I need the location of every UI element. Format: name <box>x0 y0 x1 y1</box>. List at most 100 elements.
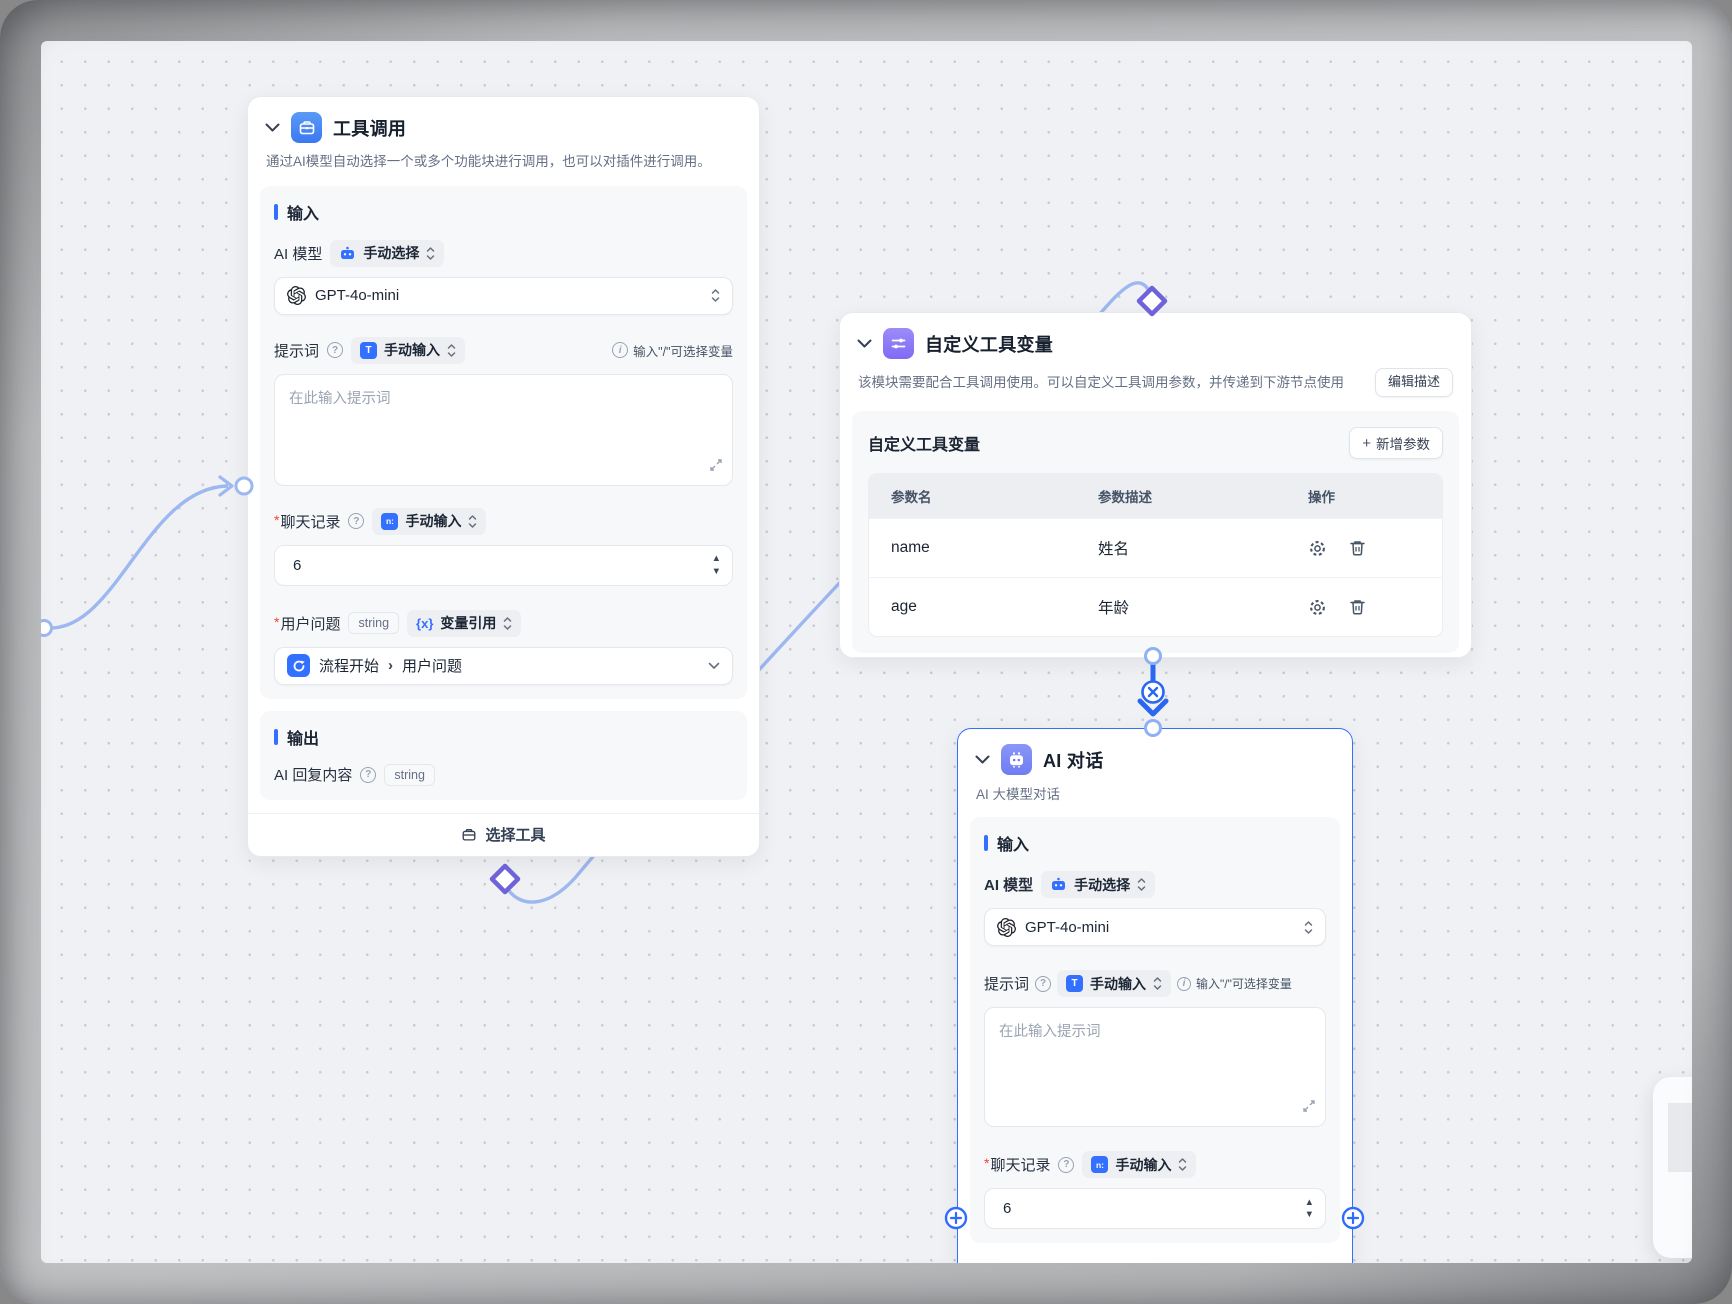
ai-chat-right-plus-handle[interactable] <box>1341 1206 1365 1230</box>
table-row: age 年龄 <box>869 577 1442 636</box>
updown-chevrons-icon <box>1304 920 1313 934</box>
tool-call-target-handle[interactable] <box>234 476 254 496</box>
type-badge: string <box>348 612 400 635</box>
add-param-button[interactable]: + 新增参数 <box>1349 427 1443 459</box>
edge-arrow-chevron-icon <box>1137 698 1169 717</box>
updown-chevrons-icon <box>469 514 477 528</box>
model-mode-select[interactable]: 手动选择 <box>1041 871 1156 898</box>
input-panel: 输入 AI 模型 手动选择 GPT-4o-mini 提示词 ? <box>970 817 1340 1243</box>
prompt-label: 提示词 <box>274 342 320 360</box>
history-label: *聊天记录 <box>274 511 341 531</box>
node-ai-chat[interactable]: AI 对话 AI 大模型对话 输入 AI 模型 手动选择 GPT-4o-mini <box>957 728 1353 1263</box>
history-mode-select[interactable]: n: 手动输入 <box>372 507 487 535</box>
prompt-mode-select[interactable]: T 手动输入 <box>1057 970 1172 997</box>
model-select[interactable]: GPT-4o-mini <box>984 908 1326 946</box>
param-desc: 年龄 <box>1098 600 1130 617</box>
briefcase-icon <box>291 112 322 143</box>
trash-icon[interactable] <box>1349 598 1366 616</box>
node-tool-call[interactable]: 工具调用 通过AI模型自动选择一个或多个功能块进行调用，也可以对插件进行调用。 … <box>247 96 760 857</box>
select-tool-button[interactable]: 选择工具 <box>248 812 759 856</box>
history-mode-select[interactable]: n: 手动输入 <box>1082 1151 1197 1178</box>
history-count-input[interactable] <box>984 1188 1326 1229</box>
expand-icon[interactable] <box>709 458 723 477</box>
output-section-title: 输出 <box>274 725 733 749</box>
collapse-chevron-icon[interactable] <box>974 752 990 768</box>
col-param-name: 参数名 <box>891 490 932 505</box>
history-label: *聊天记录 <box>984 1155 1051 1174</box>
collapse-chevron-icon[interactable] <box>264 120 280 136</box>
step-down-icon: ▼ <box>1304 1209 1314 1220</box>
floating-side-panel[interactable] <box>1653 1077 1692 1258</box>
node-description: 通过AI模型自动选择一个或多个功能块进行调用，也可以对插件进行调用。 <box>266 154 711 169</box>
plus-icon: + <box>1362 434 1371 452</box>
edge-custom-vars-to-ai-chat[interactable] <box>1137 659 1169 717</box>
help-icon[interactable]: ? <box>327 342 344 359</box>
input-section-title: 输入 <box>984 831 1326 855</box>
help-icon[interactable]: ? <box>348 513 365 530</box>
updown-chevrons-icon <box>504 616 512 630</box>
number-type-icon: n: <box>1091 1156 1109 1173</box>
custom-vars-bottom-handle[interactable] <box>1144 647 1162 665</box>
prompt-textarea[interactable] <box>274 373 733 486</box>
updown-chevrons-icon <box>711 289 720 302</box>
model-mode-select[interactable]: 手动选择 <box>330 239 445 267</box>
collapse-chevron-icon[interactable] <box>856 336 872 352</box>
edge-arrow-icon <box>218 475 234 497</box>
ai-chat-top-handle[interactable] <box>1144 719 1162 737</box>
ai-chat-left-plus-handle[interactable] <box>944 1206 968 1230</box>
output-name: AI 回复内容 <box>274 767 353 785</box>
model-select[interactable]: GPT-4o-mini <box>274 276 733 315</box>
question-mode-select[interactable]: {x} 变量引用 <box>407 609 522 637</box>
param-name: name <box>891 539 930 556</box>
chevron-down-icon <box>708 662 720 669</box>
reference-field: 用户问题 <box>402 658 463 676</box>
node-title: 自定义工具变量 <box>925 334 1054 355</box>
prompt-mode-select[interactable]: T 手动输入 <box>351 336 466 364</box>
help-icon[interactable]: ? <box>360 766 377 783</box>
number-steppers[interactable]: ▲▼ <box>712 554 721 576</box>
help-icon[interactable]: ? <box>1058 1156 1075 1173</box>
info-icon: i <box>612 342 629 359</box>
number-type-icon: n: <box>381 512 399 530</box>
trash-icon[interactable] <box>1349 539 1366 557</box>
expand-icon[interactable] <box>1302 1099 1316 1118</box>
section-bar <box>274 203 278 220</box>
updown-chevrons-icon <box>1179 1158 1187 1171</box>
custom-vars-input-diamond-handle[interactable] <box>1136 285 1168 317</box>
gear-icon[interactable] <box>1308 598 1327 617</box>
step-down-icon: ▼ <box>711 565 721 577</box>
params-table: 参数名 参数描述 操作 name 姓名 age 年龄 <box>868 473 1443 637</box>
openai-icon <box>287 286 306 306</box>
col-param-desc: 参数描述 <box>1098 490 1152 505</box>
model-value: GPT-4o-mini <box>315 287 400 305</box>
robot-icon <box>341 246 355 259</box>
text-type-icon: T <box>360 341 378 359</box>
breadcrumb-separator: › <box>388 657 394 675</box>
input-section-title: 输入 <box>274 200 733 224</box>
number-steppers[interactable]: ▲▼ <box>1304 1197 1314 1220</box>
node-custom-vars[interactable]: 自定义工具变量 该模块需要配合工具调用使用。可以自定义工具调用参数，并传递到下游… <box>839 312 1472 658</box>
variable-hint: i 输入"/"可选择变量 <box>612 341 733 360</box>
robot-icon <box>1052 877 1066 890</box>
input-panel: 输入 AI 模型 手动选择 GPT-4o-mini 提示词 ? <box>260 185 747 699</box>
gear-icon[interactable] <box>1308 539 1327 558</box>
question-reference-select[interactable]: 流程开始 › 用户问题 <box>274 646 733 685</box>
panel-title: 自定义工具变量 <box>868 437 981 454</box>
history-count-input[interactable] <box>274 544 733 586</box>
prompt-textarea[interactable] <box>984 1007 1326 1127</box>
model-value: GPT-4o-mini <box>1025 918 1110 936</box>
tool-output-diamond-handle[interactable] <box>489 863 521 895</box>
flow-canvas[interactable]: 工具调用 通过AI模型自动选择一个或多个功能块进行调用，也可以对插件进行调用。 … <box>41 41 1692 1263</box>
help-icon[interactable]: ? <box>1035 975 1052 992</box>
updown-chevrons-icon <box>1137 878 1146 891</box>
edge-source-handle[interactable] <box>41 619 53 637</box>
section-bar <box>984 835 988 851</box>
prompt-label: 提示词 <box>984 976 1030 993</box>
sliders-icon <box>883 328 914 359</box>
updown-chevrons-icon <box>447 343 456 357</box>
edit-description-button[interactable]: 编辑描述 <box>1374 368 1453 397</box>
edges-over-layer <box>41 285 1365 1230</box>
variable-hint: i 输入"/"可选择变量 <box>1177 975 1292 992</box>
reference-source: 流程开始 <box>319 658 380 676</box>
